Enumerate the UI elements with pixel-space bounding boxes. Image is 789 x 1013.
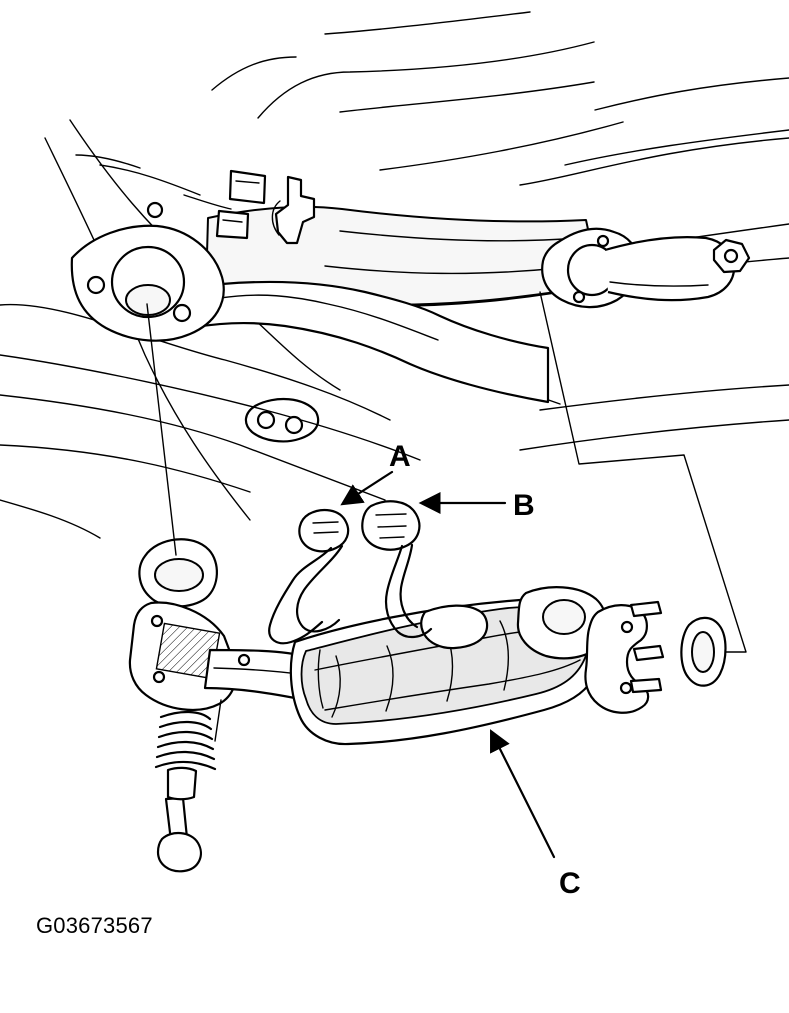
exhaust-assembly	[128, 500, 727, 873]
figure-code: G03673567	[36, 913, 153, 938]
callout-c-label: C	[559, 867, 581, 900]
callout-a-arrow	[340, 470, 394, 506]
leader-lines	[146, 291, 747, 742]
callout-c: C	[490, 729, 581, 900]
callout-b: B	[418, 489, 535, 522]
callout-c-arrow	[490, 729, 556, 859]
callout-b-label: B	[513, 489, 535, 522]
callout-a: A	[340, 440, 411, 506]
callout-a-label: A	[389, 440, 411, 473]
vehicle-underbody	[0, 11, 789, 539]
